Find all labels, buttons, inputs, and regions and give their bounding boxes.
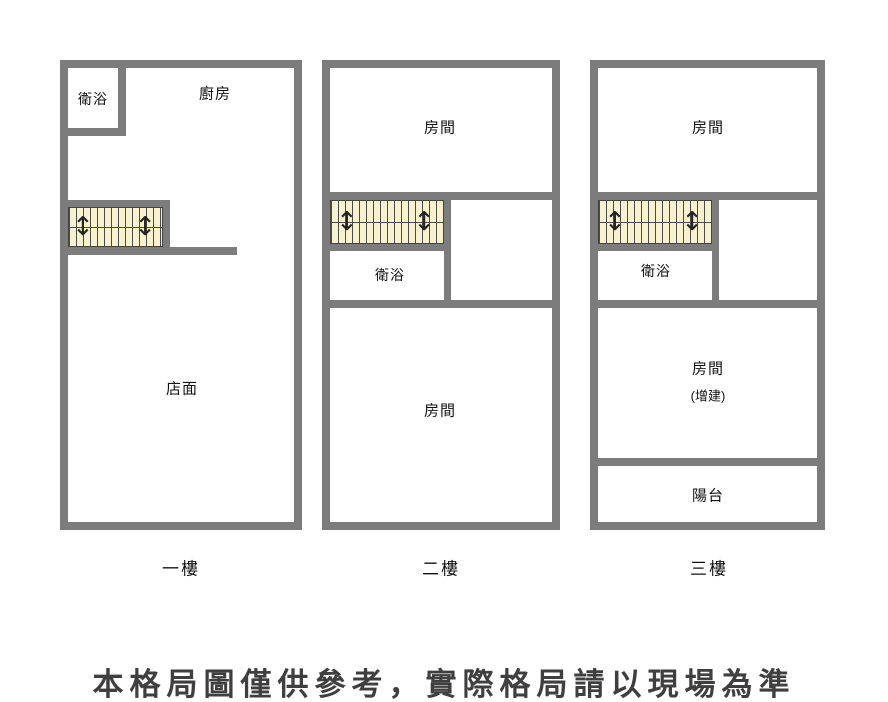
floor-1-plan: 衛浴 廚房 ↕ ↕ 店面 <box>60 60 302 530</box>
stair-direction-icon: ↕ <box>336 207 358 237</box>
room-label-bedroom-bottom: 房間 <box>423 402 457 420</box>
stair-midline <box>599 222 711 223</box>
floor-2-caption: 二樓 <box>422 559 460 579</box>
room-label-kitchen: 廚房 <box>198 85 232 103</box>
stair-direction-icon: ↕ <box>72 212 94 242</box>
room-label-bedroom-top: 房間 <box>423 119 457 137</box>
floor-1-caption: 一樓 <box>162 559 200 579</box>
stair-midline <box>331 222 443 223</box>
room-label-bedroom-mid-note: (增建) <box>690 388 726 404</box>
wall-segment <box>68 128 126 136</box>
stair-direction-icon: ↕ <box>413 207 435 237</box>
room-label-bathroom: 衛浴 <box>641 263 671 279</box>
wall-segment <box>163 200 170 255</box>
wall-segment <box>444 200 451 300</box>
wall-segment <box>330 300 552 308</box>
wall-segment <box>330 244 451 251</box>
wall-segment <box>598 192 817 200</box>
wall-segment <box>68 200 170 207</box>
wall-segment <box>598 300 817 308</box>
stair-direction-icon: ↕ <box>681 207 703 237</box>
stair-midline <box>69 227 162 228</box>
wall-segment <box>712 200 719 300</box>
floor-2-plan: 房間 ↕ ↕ 衛浴 房間 <box>322 60 560 530</box>
wall-segment <box>68 247 237 255</box>
staircase: ↕ ↕ <box>598 200 712 244</box>
room-label-bedroom-mid: 房間 <box>691 360 725 378</box>
room-label-balcony: 陽台 <box>691 487 725 505</box>
room-label-bathroom: 衛浴 <box>78 91 108 107</box>
staircase: ↕ ↕ <box>330 200 444 244</box>
room-label-storefront: 店面 <box>165 380 199 398</box>
floor-3-plan: 房間 ↕ ↕ 衛浴 房間 (增建) 陽台 <box>590 60 825 530</box>
stair-direction-icon: ↕ <box>604 207 626 237</box>
disclaimer-text: 本格局圖僅供參考，實際格局請以現場為準 <box>92 667 796 702</box>
stair-direction-icon: ↕ <box>134 212 156 242</box>
room-label-bathroom: 衛浴 <box>375 267 405 283</box>
wall-segment <box>330 192 552 200</box>
wall-segment <box>118 68 126 136</box>
staircase: ↕ ↕ <box>68 207 163 247</box>
room-label-bedroom-top: 房間 <box>691 119 725 137</box>
floor-3-caption: 三樓 <box>690 559 728 579</box>
wall-segment <box>598 244 719 251</box>
wall-segment <box>598 458 817 466</box>
